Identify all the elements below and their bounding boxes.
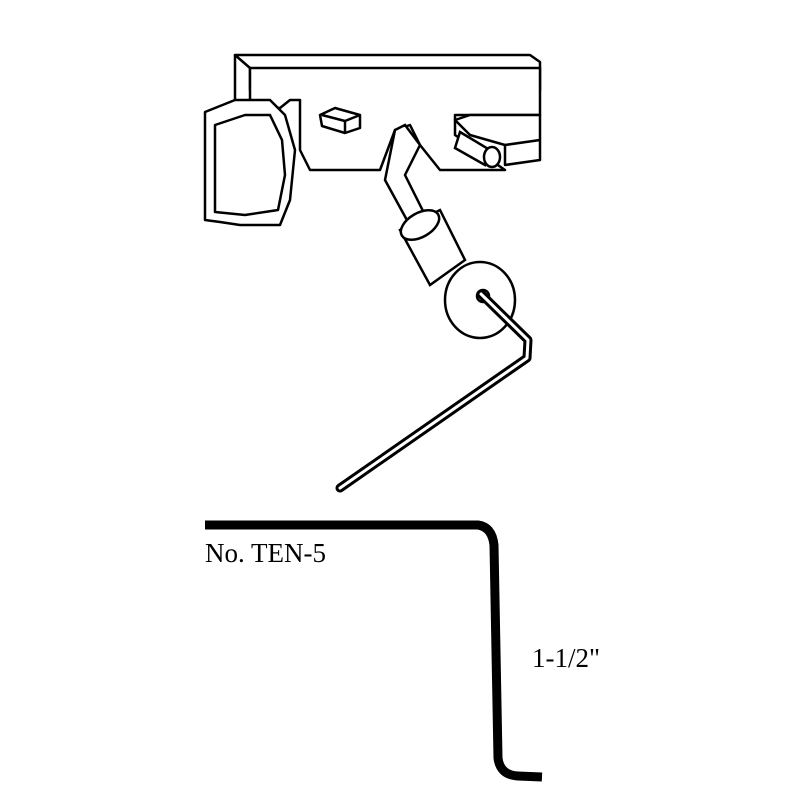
hex-key <box>335 289 533 493</box>
part-number-label: No. TEN-5 <box>205 538 326 568</box>
dimension-label: 1-1/2" <box>532 643 601 673</box>
l-shaped-hex-wrench <box>205 520 543 782</box>
tension-rod <box>383 123 517 340</box>
spring-pin <box>453 130 502 169</box>
latch-bracket <box>203 53 542 227</box>
